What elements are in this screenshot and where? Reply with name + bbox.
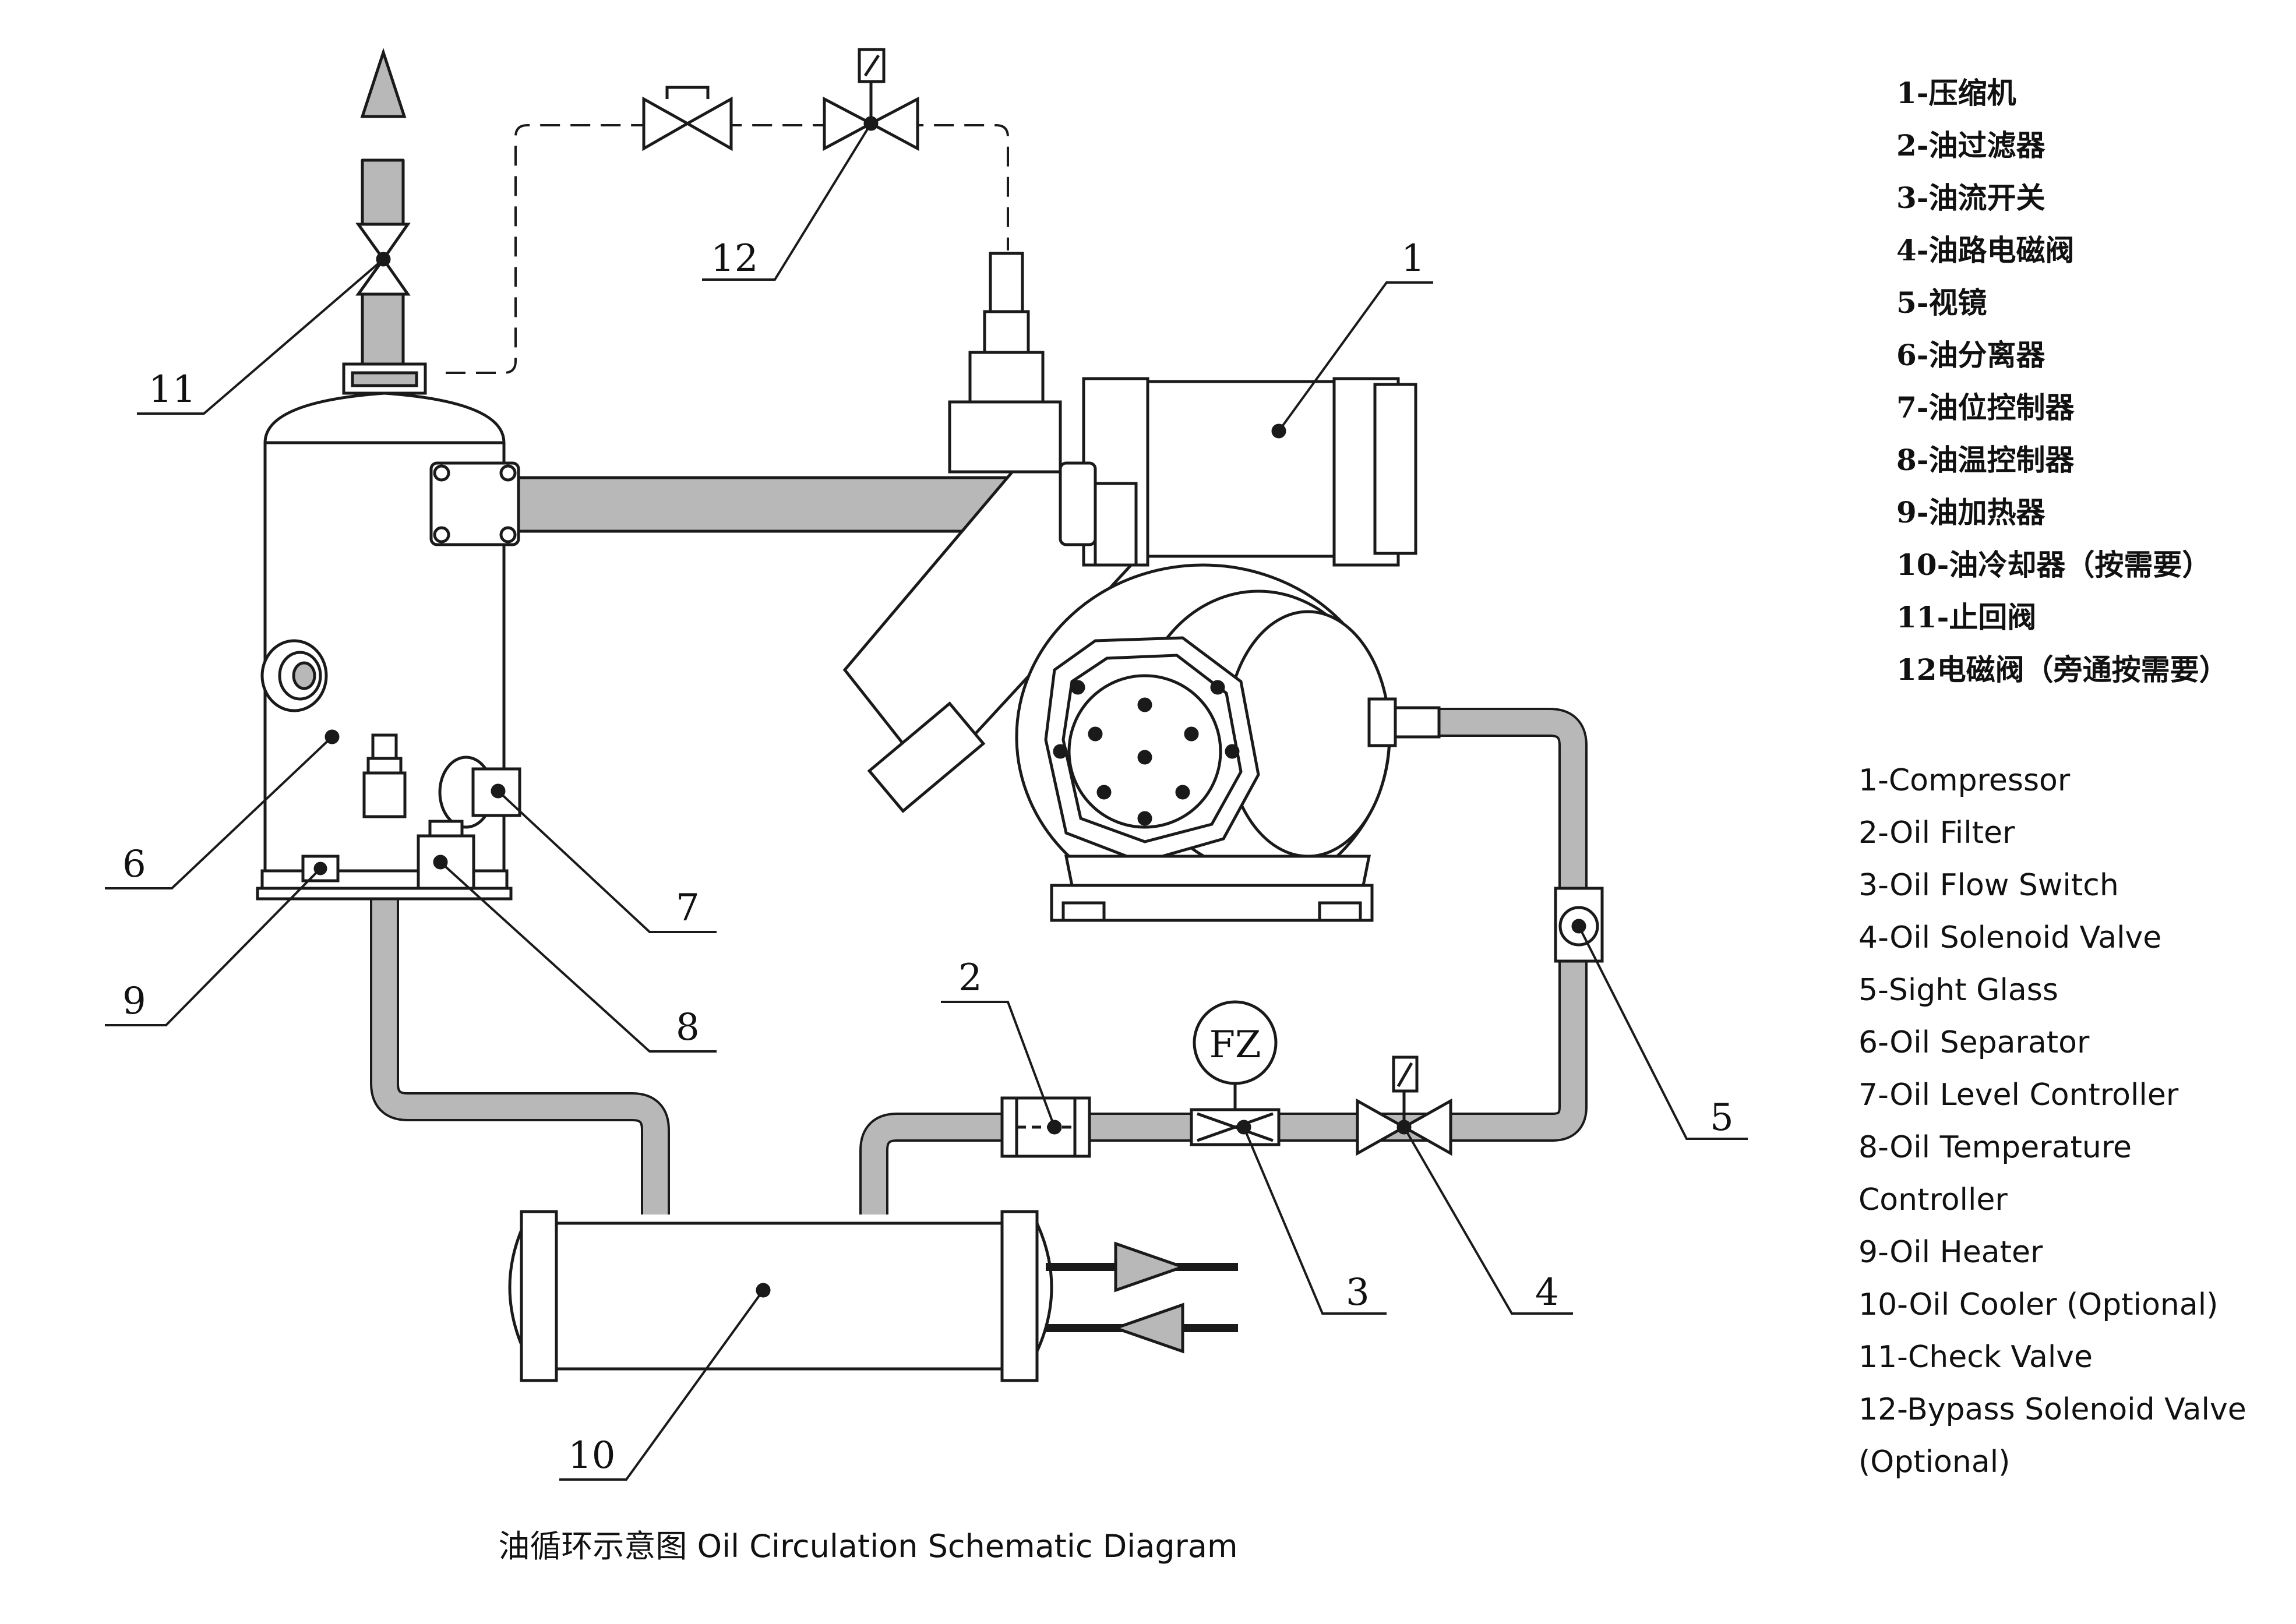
callout-11: 11 xyxy=(149,368,196,411)
legend-en-item: 5-Sight Glass xyxy=(1858,973,2058,1008)
legend-chinese: 1-压缩机 2-油过滤器 3-油流开关 4-油路电磁阀 5-视镜 6-油分离器 … xyxy=(1896,67,2228,696)
bypass-line xyxy=(446,124,1009,374)
oil-separator xyxy=(256,362,521,901)
callout-5: 5 xyxy=(1710,1096,1734,1139)
legend-cn-item: 3-油流开关 xyxy=(1896,181,2045,215)
legend-cn-item: 12电磁阀（旁通按需要） xyxy=(1896,652,2228,687)
legend-en-item: 3-Oil Flow Switch xyxy=(1858,868,2119,903)
legend-cn-item: 10-油冷却器（按需要） xyxy=(1896,548,2212,582)
callout-8: 8 xyxy=(676,1006,700,1049)
legend-cn-item: 5-视镜 xyxy=(1896,285,1987,320)
legend-cn-item: 8-油温控制器 xyxy=(1896,443,2075,477)
callout-10: 10 xyxy=(568,1434,615,1477)
legend-english: 1-Compressor 2-Oil Filter 3-Oil Flow Swi… xyxy=(1858,754,2290,1488)
legend-en-item: 11-Check Valve xyxy=(1858,1340,2093,1375)
diagram-caption: 油循环示意图 Oil Circulation Schematic Diagram xyxy=(498,1528,1238,1565)
callout-4: 4 xyxy=(1535,1271,1559,1314)
callout-6: 6 xyxy=(122,843,146,886)
legend-cn-item: 7-油位控制器 xyxy=(1896,390,2075,425)
sight-glass xyxy=(1554,887,1604,963)
legend-en-item: 8-Oil Temperature Controller xyxy=(1858,1130,2132,1217)
callout-9: 9 xyxy=(122,980,146,1023)
callout-7: 7 xyxy=(676,887,700,930)
oil-filter xyxy=(1000,1096,1091,1158)
oil-flow-switch xyxy=(1190,1000,1281,1146)
legend-en-item: 7-Oil Level Controller xyxy=(1858,1078,2179,1113)
legend-cn-item: 6-油分离器 xyxy=(1896,338,2045,372)
legend-en-item: 4-Oil Solenoid Valve xyxy=(1858,920,2162,955)
legend-cn-item: 1-压缩机 xyxy=(1896,76,2016,110)
legend-cn-item: 11-止回阀 xyxy=(1896,600,2037,634)
callout-2: 2 xyxy=(958,956,982,1000)
callout-3: 3 xyxy=(1346,1271,1370,1314)
gauge-label: FZ xyxy=(1209,1023,1261,1067)
legend-en-item: 2-Oil Filter xyxy=(1858,815,2015,850)
callout-12: 12 xyxy=(711,237,758,280)
bypass-valves xyxy=(642,48,919,151)
outlet-arrow-icon xyxy=(360,47,407,118)
compressor xyxy=(842,252,1441,922)
legend-cn-item: 9-油加热器 xyxy=(1896,495,2045,529)
legend-en-item: 6-Oil Separator xyxy=(1858,1025,2090,1060)
legend-cn-item: 4-油路电磁阀 xyxy=(1896,233,2075,267)
oil-cooler xyxy=(508,1210,1238,1382)
legend-en-item: 9-Oil Heater xyxy=(1858,1235,2043,1270)
legend-en-item: 12-Bypass Solenoid Valve (Optional) xyxy=(1858,1392,2246,1480)
legend-cn-item: 2-油过滤器 xyxy=(1896,128,2045,163)
check-valve xyxy=(355,223,411,296)
legend-en-item: 10-Oil Cooler (Optional) xyxy=(1858,1287,2219,1322)
callout-numbers: 1 2 3 4 5 6 7 8 9 10 11 12 xyxy=(122,237,1734,1477)
leader-lines xyxy=(105,122,1748,1481)
callout-1: 1 xyxy=(1401,237,1425,280)
legend-en-item: 1-Compressor xyxy=(1858,763,2071,798)
